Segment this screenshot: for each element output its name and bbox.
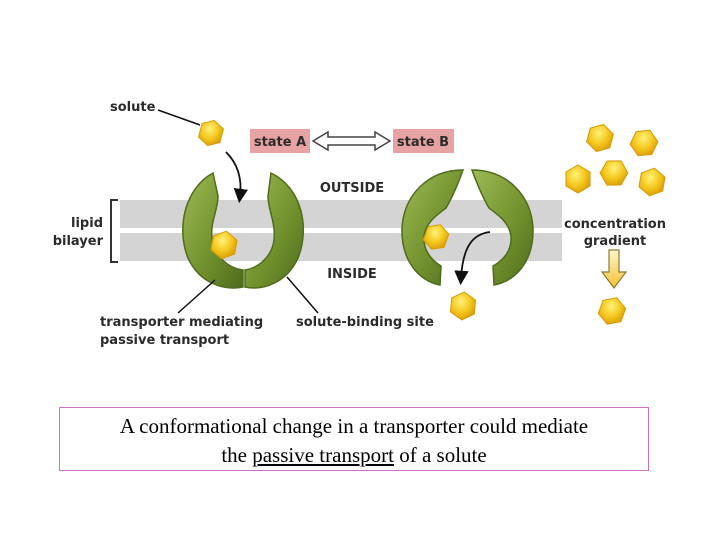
caption-line2-post: of a solute [393, 443, 487, 467]
solute-hexagon [422, 224, 450, 250]
transporter-label-line1: transporter mediating [100, 315, 263, 330]
concentration-label: concentration [564, 217, 666, 232]
outside-label: OUTSIDE [320, 181, 384, 196]
solute-entry-arrow [225, 151, 249, 204]
solute-hexagon [599, 160, 629, 186]
solute-hexagon [198, 119, 224, 147]
transporter-b-left-subunit [401, 169, 465, 286]
state-double-arrow [311, 130, 392, 152]
concentration-gradient-arrow [600, 249, 628, 289]
solute-hexagon [638, 167, 666, 197]
solute-release-arrow [454, 231, 491, 286]
solute-hexagon [210, 230, 238, 260]
solute-hexagon [597, 297, 627, 325]
transporter-pointer-line [177, 279, 216, 314]
bilayer-bracket [110, 199, 118, 263]
solute-label: solute [110, 100, 156, 115]
solute-hexagon [586, 123, 614, 153]
lipid-label: lipid [71, 216, 103, 231]
state-a-box [250, 129, 310, 153]
caption-line2: the passive transport of a solute [60, 441, 648, 470]
state-b-box [393, 129, 454, 153]
caption-box: A conformational change in a transporter… [59, 407, 649, 471]
solute-hexagon [449, 291, 477, 321]
gradient-label: gradient [584, 234, 647, 249]
bilayer-label: bilayer [53, 234, 104, 249]
transporter-b-right-subunit [470, 169, 534, 286]
transporter-a-left-subunit [182, 171, 244, 289]
caption-line2-pre: the [221, 443, 253, 467]
caption-passive-transport: passive transport [252, 443, 394, 467]
solute-pointer-line [157, 109, 201, 126]
transporter-state-a [182, 171, 305, 289]
solute-molecules [198, 119, 666, 325]
transporter-state-b [401, 169, 534, 286]
transporter-a-right-subunit [244, 171, 305, 289]
transporter-label-line2: passive transport [100, 333, 229, 348]
solute-hexagon [629, 129, 659, 157]
caption-line1: A conformational change in a transporter… [119, 414, 589, 438]
solute-binding-site-label: solute-binding site [296, 315, 434, 330]
inside-label: INSIDE [327, 267, 377, 282]
solute-hexagon [565, 164, 591, 194]
binding-site-pointer-line [286, 276, 319, 314]
state-b-label: state B [397, 135, 449, 150]
state-a-label: state A [254, 135, 306, 150]
